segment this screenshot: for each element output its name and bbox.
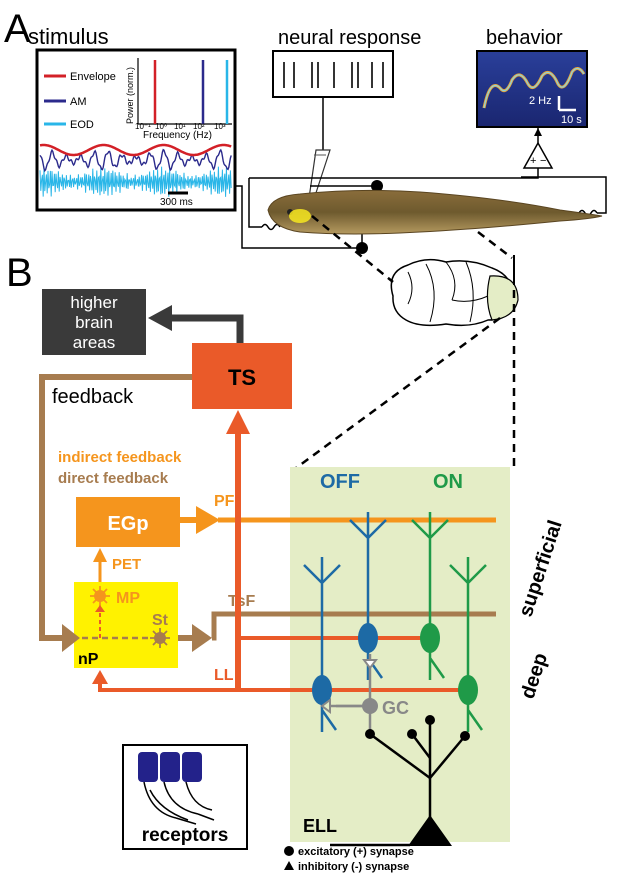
tsf-label: TsF [228, 593, 255, 610]
ell-label: ELL [303, 816, 337, 836]
tsf-pathway [211, 611, 496, 641]
granule-cell [320, 654, 378, 730]
receptor-cells [138, 752, 215, 825]
inset-ylabel: Power (norm.) [125, 67, 135, 124]
on-label: ON [433, 471, 463, 493]
st-label: St [152, 612, 169, 629]
legend-excitatory-label: excitatory (+) synapse [298, 846, 414, 858]
tick-label-0: 10⁻¹ [135, 122, 151, 131]
stimulus-waveforms: 300 ms [39, 143, 232, 208]
ts-to-higher-pathway [170, 314, 244, 343]
st-neuron [150, 628, 170, 648]
amp-minus: − [540, 155, 546, 167]
eod-waveform [39, 166, 232, 197]
off-label: OFF [320, 471, 360, 493]
excitatory-synapse-dot [356, 242, 368, 254]
egp-label: EGp [107, 513, 148, 535]
afferent-synapse [425, 715, 435, 725]
pyramidal-cells [303, 512, 487, 732]
afferent-synapse [365, 729, 375, 739]
pet-label: PET [112, 556, 141, 573]
amplifier-symbol [522, 141, 554, 169]
excitatory-synapse-dot [371, 180, 383, 192]
feedback-into-np-arrowhead [62, 624, 80, 652]
mp-neuron [90, 586, 110, 638]
higher-label-2: brain [75, 313, 113, 332]
behavior-trace-overlay [483, 67, 585, 109]
panel-a-letter: A [4, 7, 31, 51]
am-waveform [39, 148, 232, 173]
tick-label-2: 10¹ [174, 122, 186, 131]
gc-label: GC [382, 698, 409, 718]
deep-label: deep [517, 650, 552, 701]
feedback-label: feedback [52, 386, 134, 408]
legend-am-label: AM [70, 96, 87, 108]
tick-label-4: 10³ [214, 122, 226, 131]
legend-envelope-label: Envelope [70, 71, 116, 83]
recording-wires [235, 168, 607, 249]
tsf-arrowhead [192, 624, 212, 652]
afferent-triangle [408, 815, 452, 846]
behavior-scale-y-label: 2 Hz [529, 95, 552, 107]
tick-label-1: 10⁰ [155, 122, 167, 131]
stimulus-title: stimulus [28, 24, 109, 49]
ts-input-arrowhead [226, 410, 250, 434]
indirect-feedback-label: indirect feedback [58, 449, 182, 466]
behavior-title: behavior [486, 27, 563, 49]
np-input-arrowhead [92, 670, 108, 684]
brain-highlight [289, 209, 311, 223]
mp-label: MP [116, 590, 140, 607]
time-scale-label: 300 ms [160, 197, 193, 208]
on-deep-cell [449, 557, 487, 732]
ell-region [290, 467, 510, 842]
ll-label: LL [214, 667, 234, 684]
power-spectrum-inset: 10⁻¹ 10⁰ 10¹ 10² 10³ Frequency (Hz) Powe… [125, 58, 232, 141]
on-superficial-cell [411, 512, 449, 680]
superficial-label: superficial [515, 518, 567, 620]
neural-response-box [272, 50, 394, 98]
electrode-coil-left [261, 223, 281, 231]
stimulus-legend: Envelope AM EOD [44, 71, 116, 131]
afferent-synapse [407, 729, 417, 739]
legend-eod-label: EOD [70, 119, 94, 131]
behavior-scale-x-label: 10 s [561, 114, 582, 126]
pet-arrowhead [93, 548, 107, 562]
inset-xlabel: Frequency (Hz) [143, 130, 212, 141]
legend-inhibitory-symbol [284, 861, 294, 870]
tick-label-3: 10² [193, 122, 205, 131]
amp-plus: + [530, 155, 536, 167]
ts-label: TS [228, 365, 256, 390]
fish [267, 189, 603, 235]
zoom-line [295, 316, 501, 470]
spike-train [283, 62, 384, 88]
panel-b-letter: B [6, 251, 33, 295]
higher-label-3: areas [73, 333, 116, 352]
off-deep-cell [303, 557, 341, 732]
output-arrowhead [534, 128, 542, 136]
pf-arrowhead [196, 506, 220, 534]
behavior-box [476, 50, 588, 128]
ts-box [192, 343, 292, 409]
higher-label-1: higher [70, 293, 118, 312]
envelope-waveform [39, 143, 232, 157]
higher-arrowhead [148, 305, 172, 331]
receptors-label: receptors [142, 825, 229, 846]
legend-inhibitory-label: inhibitory (-) synapse [298, 861, 409, 873]
neural-response-title: neural response [278, 27, 421, 49]
ll-to-np-pathway [98, 682, 238, 692]
egp-box [76, 497, 180, 547]
legend-excitatory-symbol [284, 846, 294, 856]
pf-label: PF [214, 493, 235, 510]
afferent-synapse [460, 731, 470, 741]
brain-outline [390, 258, 519, 327]
feedback-pathway [39, 374, 192, 641]
zoom-line [311, 215, 394, 283]
direct-feedback-label: direct feedback [58, 470, 169, 487]
zoom-line [477, 231, 513, 259]
higher-brain-areas-box [42, 289, 146, 355]
np-label: nP [78, 651, 99, 668]
